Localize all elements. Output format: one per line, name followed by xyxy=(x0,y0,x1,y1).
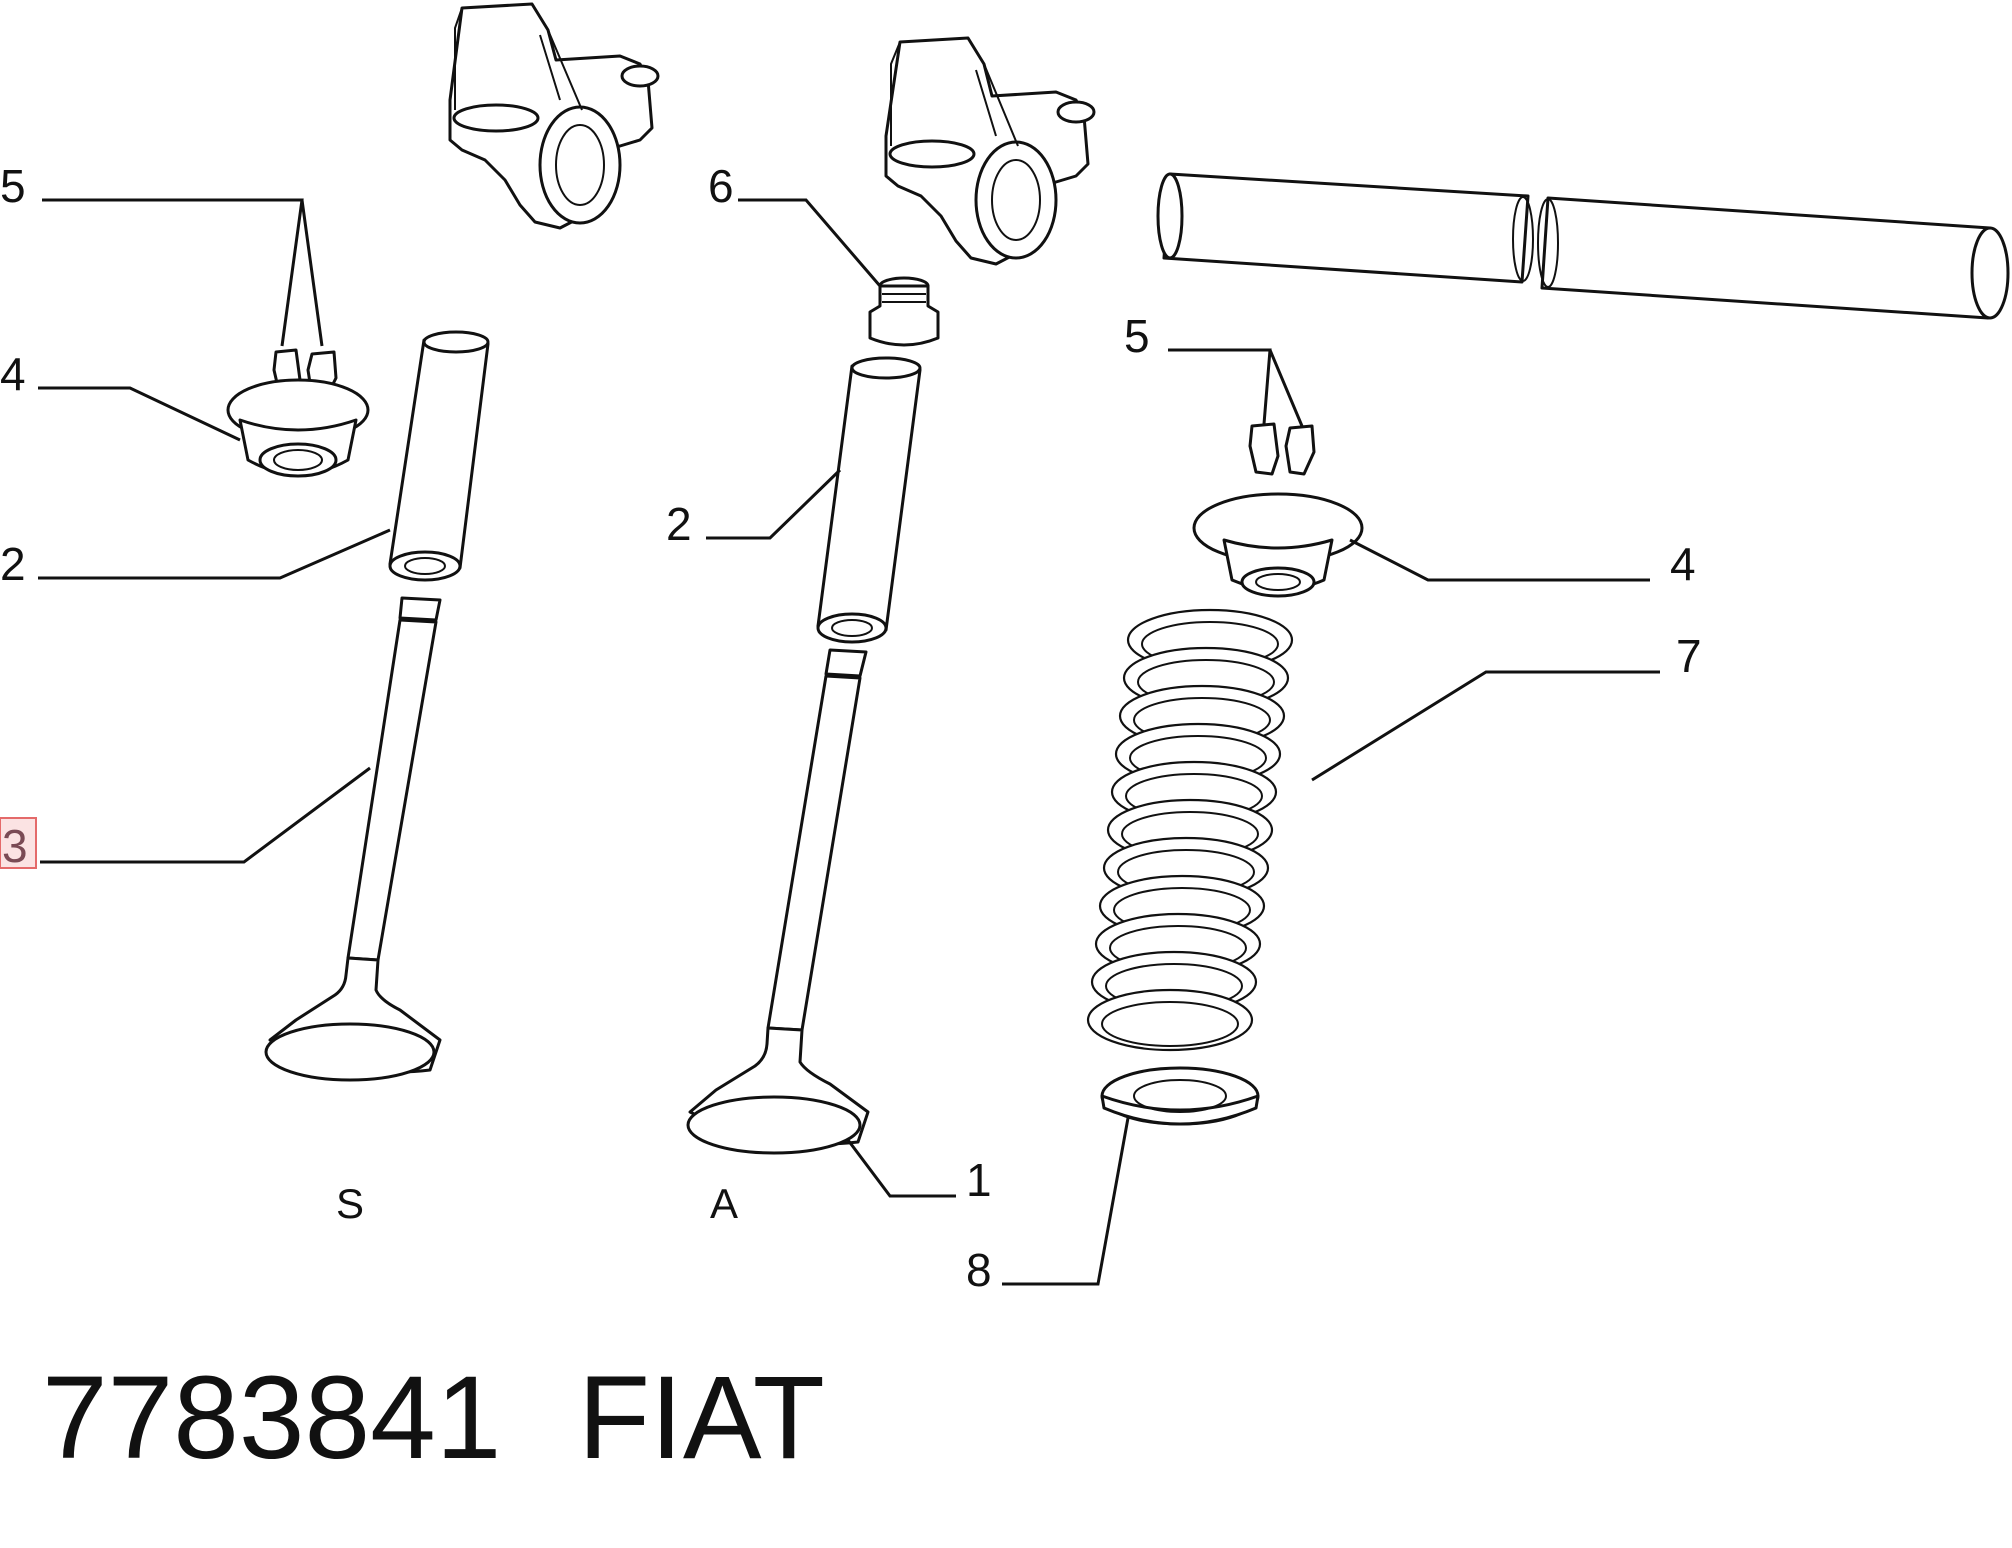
leader-8 xyxy=(1002,1117,1130,1286)
spring-coil-inner xyxy=(1101,1001,1239,1047)
rocker-arm-right xyxy=(884,36,1096,266)
leader-6 xyxy=(738,198,882,287)
leader-5-left xyxy=(42,198,324,347)
callout-5-left: 5 xyxy=(0,160,26,212)
spring-coil xyxy=(1086,988,1254,1052)
spring-retainer-left xyxy=(226,378,370,478)
valve-guide-left xyxy=(388,330,490,582)
leader-4-right xyxy=(1349,538,1650,582)
valve-spring xyxy=(1086,608,1294,1052)
callout-1: 1 xyxy=(966,1154,992,1206)
callout-labels: 5 4 2 3 6 2 5 4 7 1 8 xyxy=(0,160,1702,1296)
callout-8: 8 xyxy=(966,1244,992,1296)
valve-collets-right xyxy=(1248,422,1316,476)
rocker-shaft xyxy=(1156,172,2010,320)
leader-1 xyxy=(846,1139,956,1198)
leader-2-left xyxy=(38,528,391,580)
leader-4-left xyxy=(38,386,241,442)
spring-retainer-right xyxy=(1192,492,1364,598)
callout-2-left: 2 xyxy=(0,538,26,590)
callout-4-right: 4 xyxy=(1670,538,1696,590)
callout-7: 7 xyxy=(1676,630,1702,682)
callout-6: 6 xyxy=(708,160,734,212)
valve-stem-seal-6 xyxy=(868,276,940,347)
leader-5-right xyxy=(1168,348,1304,427)
brand-name: FIAT xyxy=(578,1352,825,1484)
exhaust-valve xyxy=(264,618,442,1082)
callout-4-left: 4 xyxy=(0,348,26,400)
spring-seat xyxy=(1100,1066,1260,1126)
valve-guide-middle xyxy=(816,356,922,644)
callout-3-highlight xyxy=(0,817,37,869)
intake-valve xyxy=(686,648,870,1155)
callout-2-middle: 2 xyxy=(666,498,692,550)
leader-2-middle xyxy=(706,468,842,540)
view-label-exhaust: S xyxy=(336,1180,364,1227)
leader-7 xyxy=(1311,670,1660,782)
leader-3-left xyxy=(40,766,371,864)
valve-stem-seal-left xyxy=(398,596,442,622)
leader-lines xyxy=(38,198,1660,1286)
callout-5-right: 5 xyxy=(1124,310,1150,362)
part-number: 7783841 xyxy=(42,1352,501,1484)
view-label-intake: A xyxy=(710,1180,738,1227)
callout-3-left[interactable]: 3 xyxy=(2,820,28,872)
rocker-arm-left xyxy=(448,2,660,230)
